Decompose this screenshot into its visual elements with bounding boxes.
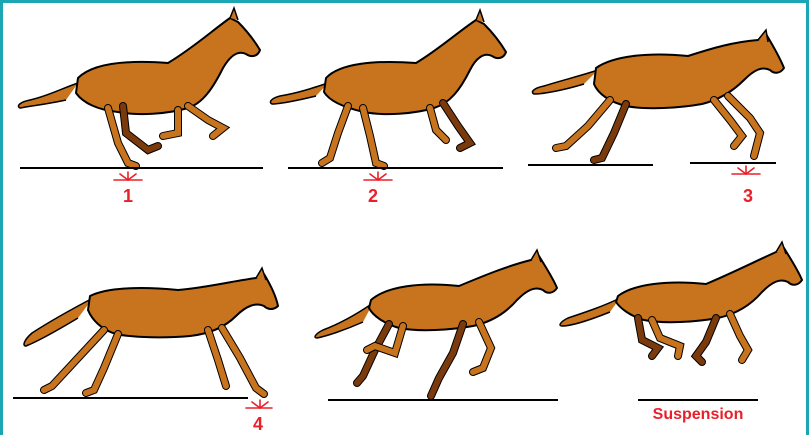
frame-4: 4 [8, 238, 268, 438]
frame-label-3: 3 [688, 186, 808, 207]
frame-5 [303, 238, 563, 438]
frame-label-2: 2 [313, 186, 433, 207]
impact-burst-4 [246, 400, 272, 408]
frame-label-4: 4 [198, 414, 318, 435]
horse-figure-2 [258, 8, 518, 208]
frame-1: 1 [8, 8, 268, 208]
horse-figure-4 [8, 238, 268, 438]
horse-figure-1 [8, 8, 268, 208]
impact-burst-1 [114, 172, 142, 180]
frame-label-1: 1 [68, 186, 188, 207]
horse-figure-5 [303, 238, 563, 438]
impact-burst-2 [364, 172, 392, 180]
horse-figure-3 [518, 8, 778, 208]
frame-3: 3 [518, 8, 778, 208]
frame-2: 2 [258, 8, 518, 208]
frame-label-suspension: Suspension [638, 406, 758, 424]
frame-6: Suspension [548, 238, 808, 438]
impact-burst-3 [732, 166, 760, 174]
